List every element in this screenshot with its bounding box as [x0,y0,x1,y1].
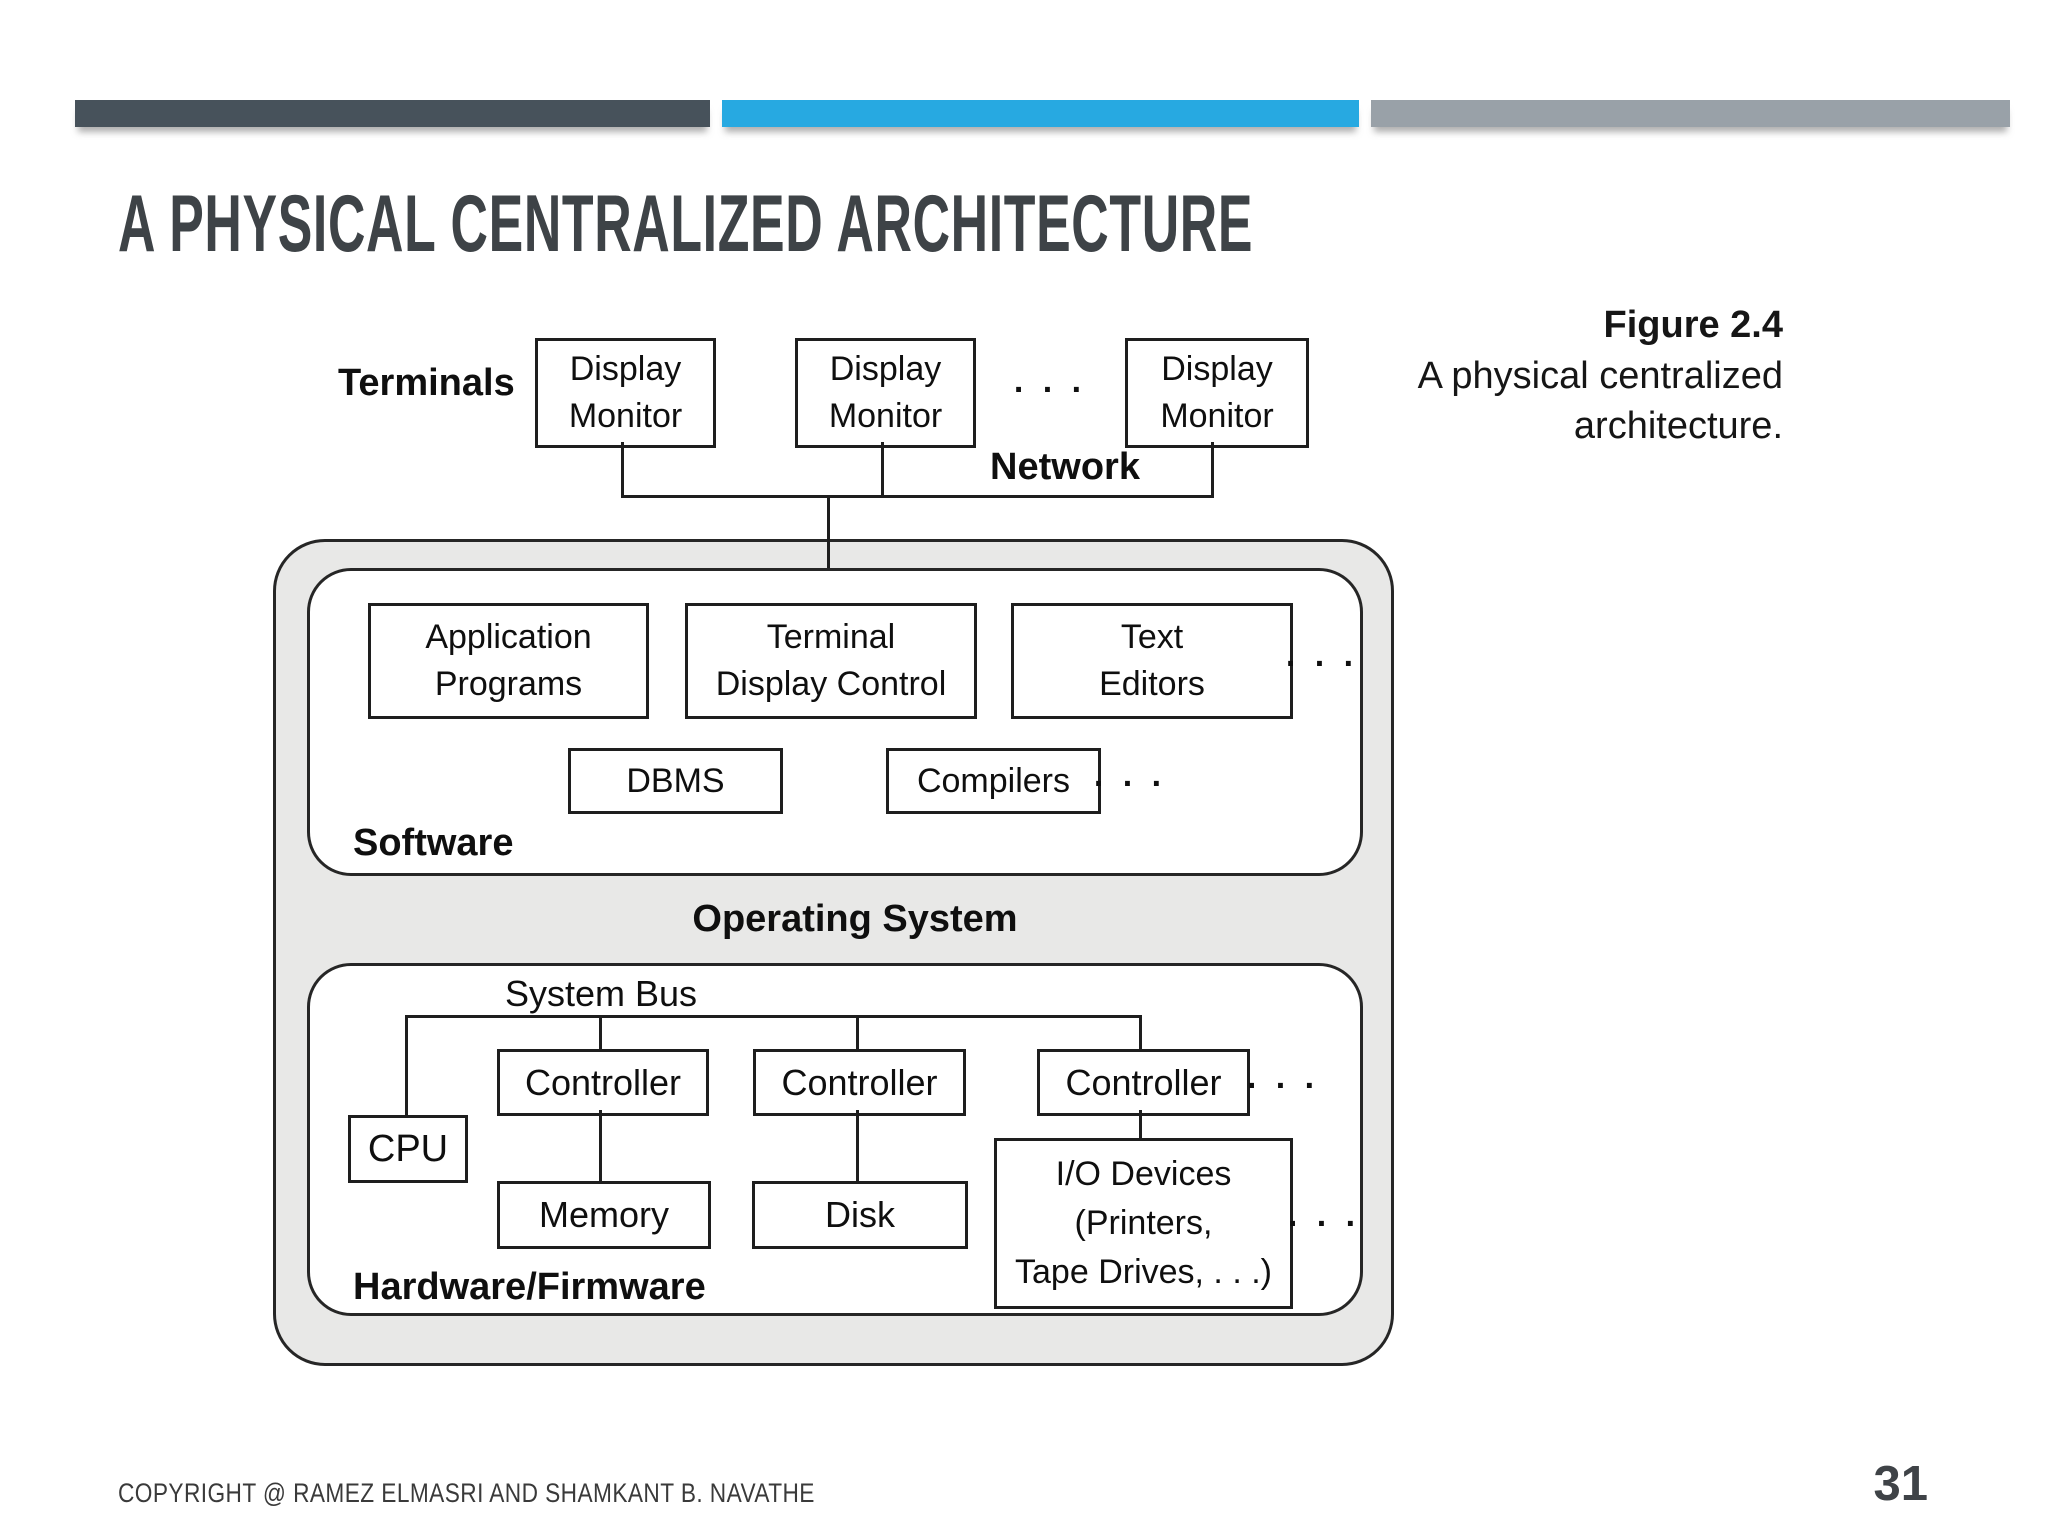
software-label: Software [353,822,514,864]
accent-bar-dark [75,100,710,127]
bus-drop-controller-1 [599,1015,602,1052]
box-disk: Disk [752,1181,968,1249]
figure-caption-title: Figure 2.4 [1603,304,1784,346]
box-memory: Memory [497,1181,711,1249]
accent-bar-blue [722,100,1359,127]
page-number: 31 [1873,1457,1928,1511]
box-controller-3: Controller [1037,1049,1250,1116]
connector-monitor-1 [621,442,624,495]
display-monitor-box-2: Display Monitor [795,338,976,448]
network-line [621,495,1214,498]
display-monitor-box-3: Display Monitor [1125,338,1309,448]
network-drop-line [827,495,830,605]
software-row1-ellipsis: . . . [1285,636,1359,674]
box-controller-2: Controller [753,1049,966,1116]
system-bus-label: System Bus [505,973,698,1014]
controllers-ellipsis: . . . [1246,1058,1320,1096]
figure-caption-line2: architecture. [1573,405,1783,448]
hardware-firmware-label: Hardware/Firmware [353,1266,706,1308]
monitors-ellipsis: . . . [1013,362,1087,400]
figure-caption-line1: A physical centralized [1417,354,1783,397]
box-dbms: DBMS [568,748,783,814]
box-terminal-display-control: Terminal Display Control [685,603,977,719]
figure-caption: Figure 2.4 A physical centralized archit… [1418,300,1783,452]
box-application-programs: Application Programs [368,603,649,719]
connector-monitor-2 [881,442,884,495]
bus-drop-cpu [405,1015,408,1115]
connector-controller1-memory [599,1110,602,1183]
box-compilers: Compilers [886,748,1101,814]
box-controller-1: Controller [497,1049,709,1116]
connector-controller2-disk [856,1110,859,1183]
software-row2-ellipsis: . . . [1093,756,1167,794]
terminals-label: Terminals [338,362,515,404]
accent-bar-gray [1371,100,2010,127]
connector-controller3-io [1139,1110,1142,1141]
connector-monitor-3 [1211,442,1214,495]
bus-drop-controller-2 [856,1015,859,1052]
system-bus-line [405,1015,1142,1018]
network-label: Network [990,446,1140,488]
box-cpu: CPU [348,1115,468,1183]
page-title: A PHYSICAL CENTRALIZED ARCHITECTURE [118,179,1254,269]
footer-copyright: COPYRIGHT @ RAMEZ ELMASRI AND SHAMKANT B… [118,1478,815,1508]
bus-drop-controller-3 [1139,1015,1142,1052]
io-ellipsis: . . . [1287,1196,1361,1234]
display-monitor-box-1: Display Monitor [535,338,716,448]
operating-system-label: Operating System [692,898,1018,940]
box-text-editors: Text Editors [1011,603,1293,719]
box-io-devices: I/O Devices (Printers, Tape Drives, . . … [994,1138,1293,1309]
